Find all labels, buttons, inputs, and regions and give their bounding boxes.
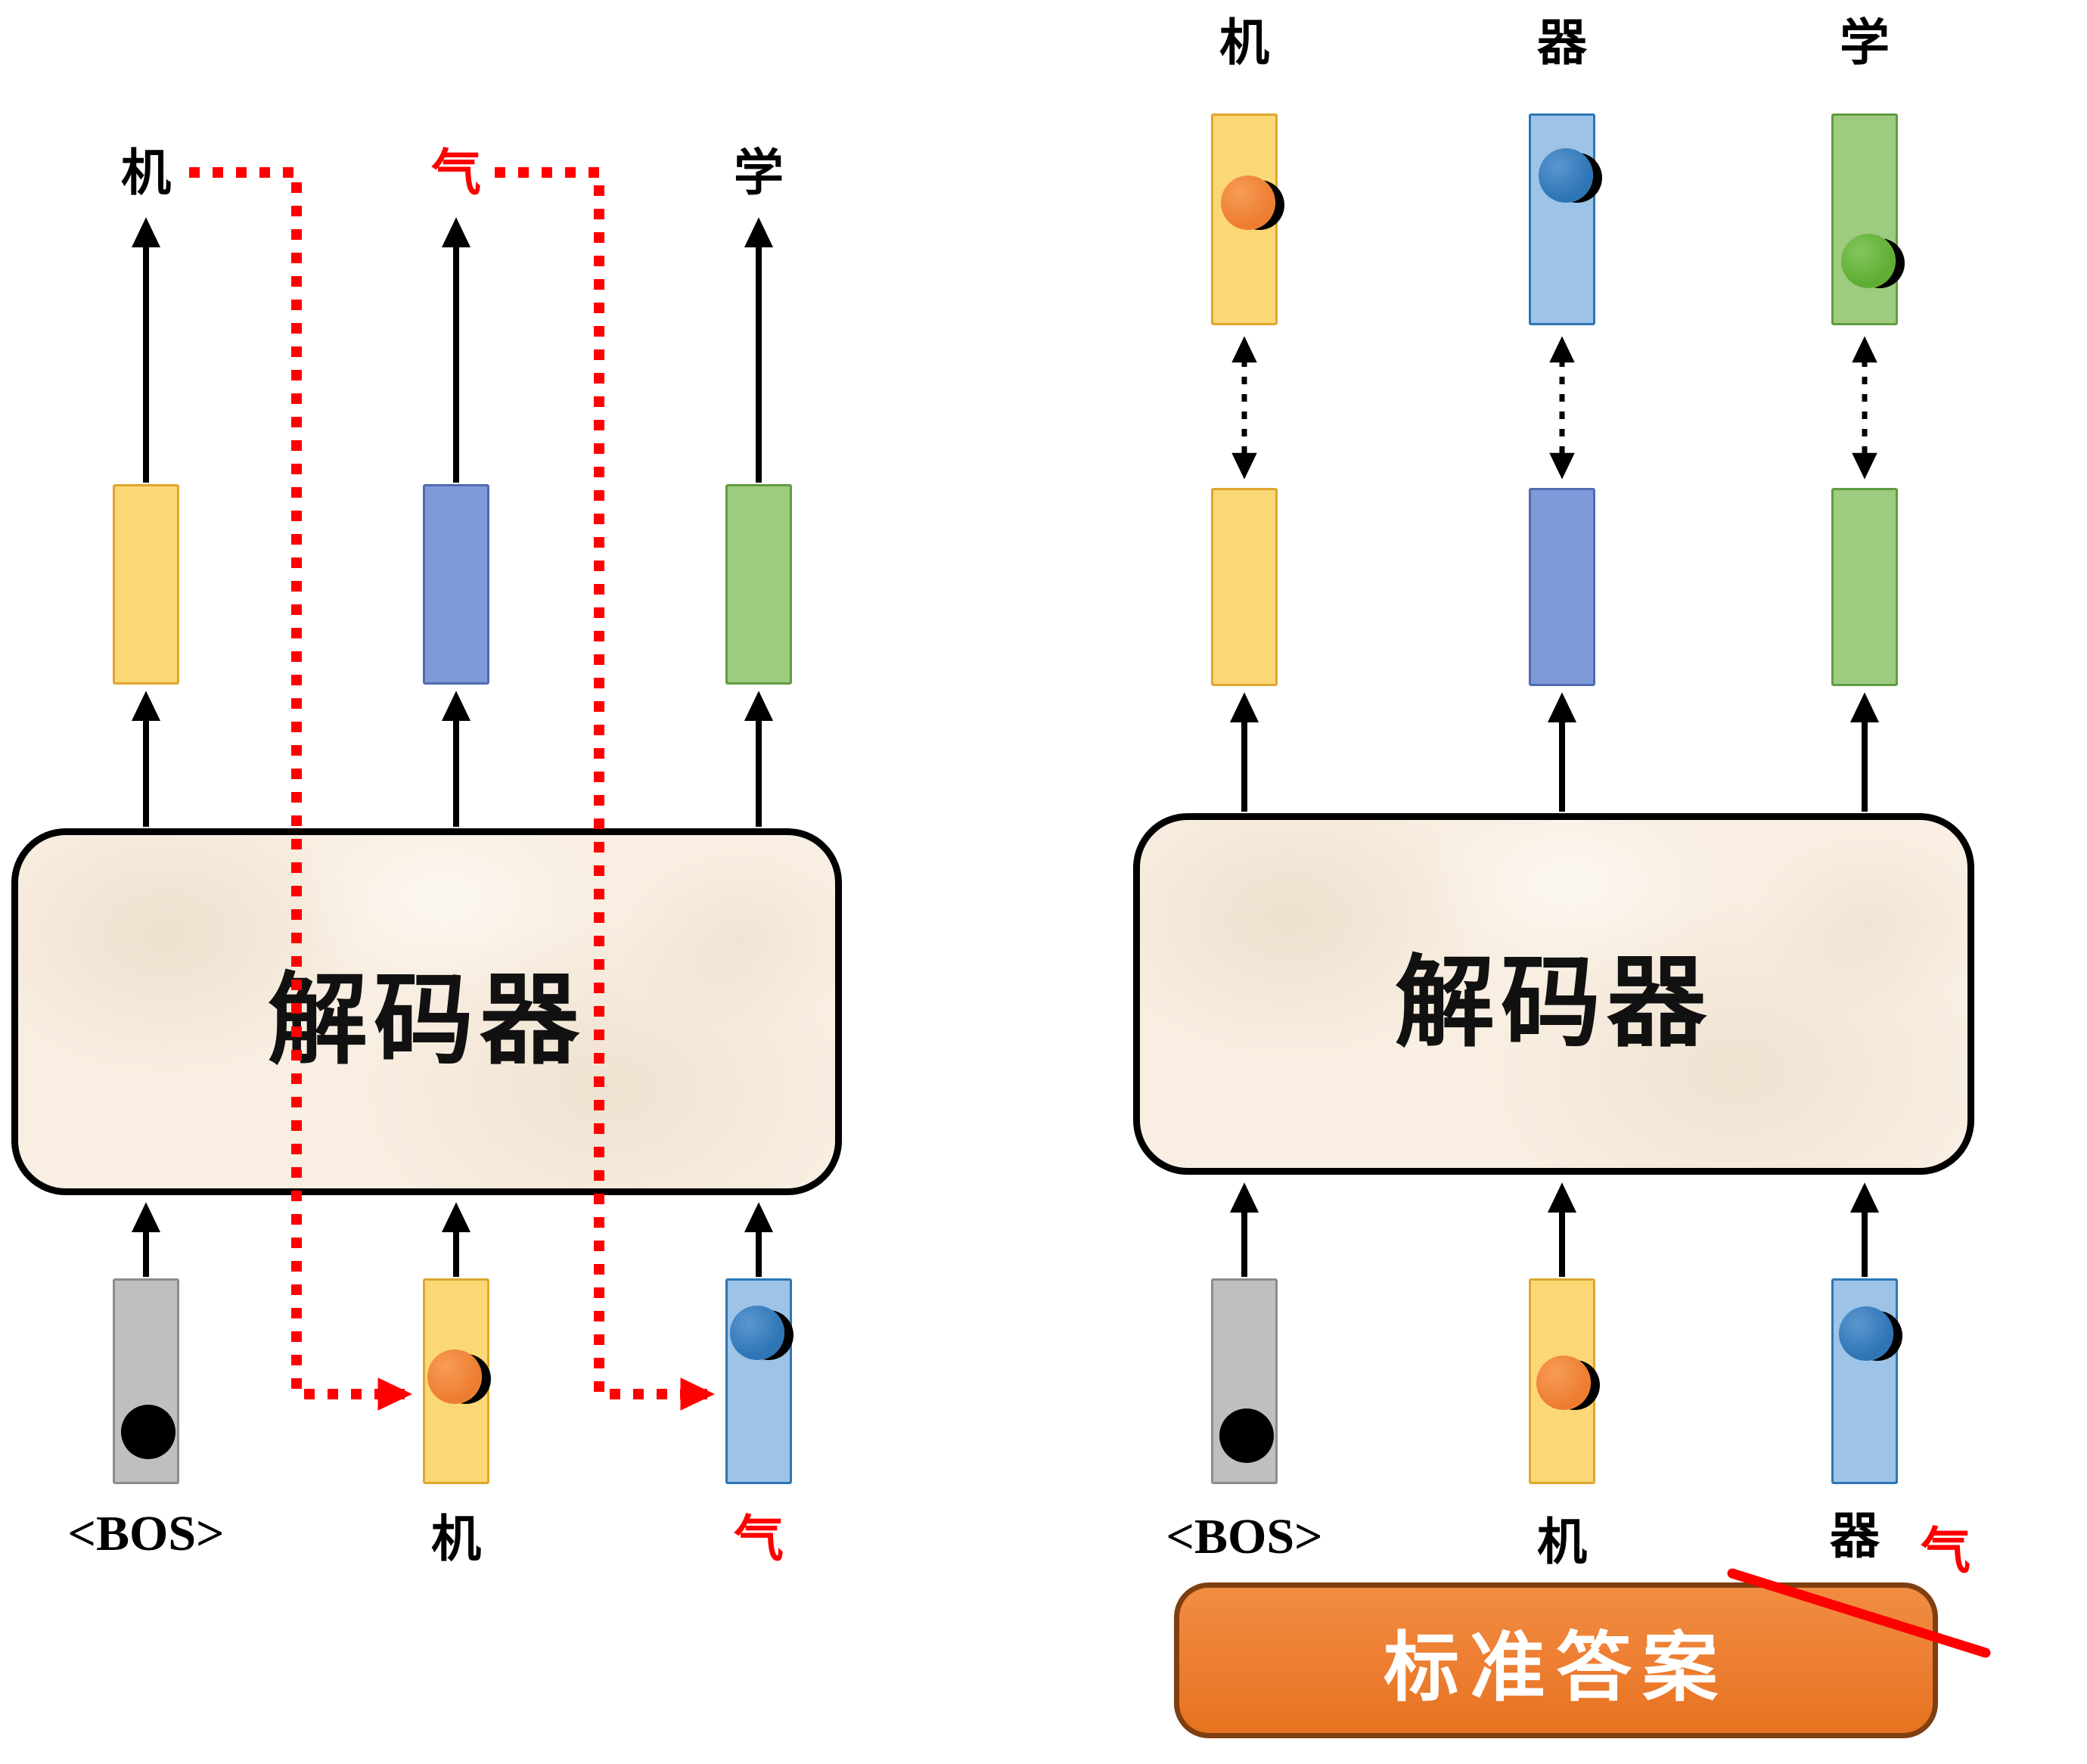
ground-truth-answer-label: 标准答案 xyxy=(1384,1626,1728,1710)
left-feedback-path-2 xyxy=(495,167,715,1411)
left-input-label-2: 机 xyxy=(431,1512,481,1567)
left-output-label-3: 学 xyxy=(734,146,784,201)
right-output-vector-yellow xyxy=(1211,488,1278,686)
right-input-label-3-truth: 器 xyxy=(1830,1509,1880,1564)
right-decoder-box: 解码器 xyxy=(1133,813,1974,1175)
right-target-orange-dot xyxy=(1221,175,1275,230)
right-target-vector-green xyxy=(1831,113,1898,325)
left-input-blue-dot xyxy=(730,1306,784,1360)
right-output-label-1: 机 xyxy=(1219,16,1269,71)
right-struck-wrong-label: 气 xyxy=(1921,1524,1971,1579)
right-output-vector-green xyxy=(1831,488,1898,686)
left-decoder-label: 解码器 xyxy=(268,965,585,1076)
right-input-label-2: 机 xyxy=(1537,1515,1587,1570)
left-input-orange-dot xyxy=(427,1349,482,1404)
left-output-label-1: 机 xyxy=(121,146,171,201)
left-output-vector-blue xyxy=(423,484,489,685)
right-bos-dot xyxy=(1219,1408,1274,1463)
right-input-label-bos: <BOS> xyxy=(1166,1509,1323,1564)
left-input-label-3-wrong: 气 xyxy=(734,1512,784,1567)
right-target-vector-blue xyxy=(1529,113,1595,325)
right-output-vector-blue xyxy=(1529,488,1595,686)
right-target-blue-dot xyxy=(1539,148,1593,203)
left-output-vector-yellow xyxy=(113,484,179,685)
right-target-green-dot xyxy=(1841,234,1896,288)
right-decoder-label: 解码器 xyxy=(1395,947,1713,1059)
left-decoder-box: 解码器 xyxy=(11,828,842,1195)
left-input-label-bos: <BOS> xyxy=(67,1506,225,1561)
right-output-label-2: 器 xyxy=(1537,16,1587,71)
ground-truth-answer-box: 标准答案 xyxy=(1174,1582,1938,1738)
left-feedback-path-1 xyxy=(189,167,412,1411)
left-bos-dot xyxy=(121,1405,175,1459)
left-output-label-2-wrong: 气 xyxy=(431,146,481,201)
left-output-vector-green xyxy=(725,484,792,685)
right-input-orange-dot xyxy=(1536,1356,1591,1410)
right-input-blue-dot xyxy=(1839,1306,1893,1361)
right-output-label-3: 学 xyxy=(1840,16,1890,71)
